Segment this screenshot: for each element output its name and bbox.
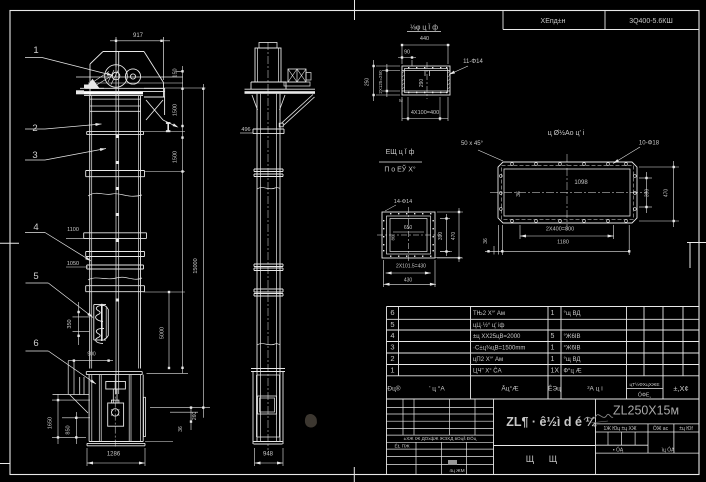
svg-text:°Ж6IВ: °Ж6IВ [564, 334, 581, 340]
svg-text:ìц ÓĄ: ìц ÓĄ [662, 446, 676, 453]
svg-text:5000: 5000 [160, 327, 166, 339]
svg-text:°Ж6IВ: °Ж6IВ [564, 346, 581, 352]
svg-text:50 x 45°: 50 x 45° [461, 141, 484, 147]
svg-text:ÉŁ ПЖ: ÉŁ ПЖ [394, 442, 410, 449]
svg-text:390: 390 [645, 189, 651, 198]
svg-text:3: 3 [390, 343, 394, 352]
svg-text:1: 1 [551, 356, 555, 363]
svg-text:440: 440 [420, 36, 429, 42]
svg-text:3: 3 [32, 150, 37, 161]
svg-text:917: 917 [133, 33, 144, 39]
svg-text:4ц ЖМ: 4ц ЖМ [449, 468, 464, 474]
svg-text:3Q400-5.6КШ: 3Q400-5.6КШ [629, 18, 673, 25]
svg-text:90: 90 [404, 50, 410, 56]
svg-text:цП2 Х°′ Ам: цП2 Х°′ Ам [473, 357, 503, 363]
svg-text:±ц ХХ25цВ=2000: ±ц ХХ25цВ=2000 [473, 334, 521, 340]
svg-text:²А ц і: ²А ц і [587, 385, 602, 393]
svg-text:ТЊ2 Х°′ Ам: ТЊ2 Х°′ Ам [473, 311, 505, 317]
svg-text:6: 6 [33, 338, 38, 349]
svg-text:ÓФЕ¸: ÓФЕ¸ [638, 392, 651, 399]
svg-text:ЦЧ" Х° ĈА: ЦЧ" Х° ĈА [473, 367, 502, 374]
svg-text:5: 5 [551, 333, 555, 340]
svg-text:4: 4 [33, 222, 38, 233]
svg-text:250: 250 [365, 78, 371, 87]
svg-text:цТ½ФХцХЖЕ: цТ½ФХцХЖЕ [629, 381, 659, 388]
svg-text:±ц Юf: ±ц Юf [679, 426, 693, 432]
svg-text:4: 4 [390, 331, 394, 340]
svg-text:36: 36 [516, 191, 522, 197]
svg-text:2Х125=250: 2Х125=250 [378, 70, 383, 94]
svg-text:14-Φ14: 14-Φ14 [394, 199, 412, 205]
svg-text:11-Φ14: 11-Φ14 [463, 59, 483, 65]
svg-text:150: 150 [173, 68, 179, 77]
svg-text:4Х100=400: 4Х100=400 [411, 110, 439, 116]
svg-text:290: 290 [419, 79, 425, 88]
svg-text:1050: 1050 [67, 261, 79, 267]
svg-text:430: 430 [404, 278, 413, 284]
svg-text:Ãц°Æ: Ãц°Æ [501, 384, 519, 393]
svg-text:• ÓĄ: • ÓĄ [613, 446, 624, 453]
svg-text:±ХЖ ІЖ ДОхфЖ ЖЭХД вОцš ÐÓц: ±ХЖ ІЖ ДОхфЖ ЖЭХД вОцš ÐÓц [404, 435, 477, 441]
svg-text:ZL250X15м: ZL250X15м [613, 404, 679, 418]
svg-text:850: 850 [66, 425, 72, 434]
svg-text:2: 2 [32, 123, 37, 134]
svg-text:36: 36 [483, 238, 489, 244]
svg-text:2: 2 [390, 354, 394, 363]
svg-text:470: 470 [664, 189, 670, 198]
svg-text:15000: 15000 [193, 258, 199, 273]
svg-text:Щ: Щ [526, 454, 535, 464]
svg-text:900: 900 [87, 352, 96, 358]
svg-text:ÓЖ ас: ÓЖ ас [653, 425, 669, 432]
svg-text:2Х101.5=430: 2Х101.5=430 [396, 264, 426, 270]
svg-text:1500: 1500 [173, 104, 179, 116]
svg-text:496: 496 [241, 127, 250, 133]
svg-text:948: 948 [263, 452, 274, 458]
svg-text:цЦ·½° ц′ іф: цЦ·½° ц′ іф [473, 322, 505, 329]
svg-text:1500: 1500 [173, 151, 179, 163]
svg-text:Ðц®: Ðц® [387, 385, 400, 393]
svg-text:36: 36 [178, 426, 184, 432]
svg-text:390: 390 [438, 232, 444, 241]
svg-text:Щ: Щ [549, 454, 558, 464]
svg-text:350: 350 [67, 319, 73, 328]
svg-text:ZL¶ · ê½ì d é ¼: ZL¶ · ê½ì d é ¼ [506, 415, 597, 429]
svg-text:1: 1 [551, 345, 555, 352]
svg-text:⅛φ ц Ï ф: ⅛φ ц Ï ф [410, 24, 438, 32]
svg-text:1286: 1286 [107, 452, 121, 458]
svg-text:1180: 1180 [557, 240, 569, 246]
svg-text:±,Х¢: ±,Х¢ [673, 384, 688, 393]
svg-text:M: M [399, 98, 403, 103]
svg-text:ЕЩ ц Ï ф: ЕЩ ц Ï ф [386, 148, 415, 156]
svg-text:260: 260 [192, 412, 198, 421]
svg-text:П о ЕЎ Х°: П о ЕЎ Х° [384, 165, 416, 174]
svg-text:2Х400=800: 2Х400=800 [546, 227, 574, 233]
svg-text:·С±ц¾цВ=1500mm: ·С±ц¾цВ=1500mm [473, 346, 525, 352]
svg-text:ÊЭц: ÊЭц [548, 384, 561, 393]
svg-text:1: 1 [551, 310, 555, 317]
svg-text:' ц °А: ' ц °А [429, 385, 445, 393]
svg-text:5: 5 [390, 320, 394, 329]
svg-text:1098: 1098 [574, 180, 588, 186]
svg-text:°щ ВД: °щ ВД [564, 357, 581, 363]
svg-text:1650: 1650 [48, 417, 54, 429]
svg-text:10-Φ18: 10-Φ18 [639, 141, 660, 147]
svg-text:1100: 1100 [67, 227, 79, 233]
svg-text:ц Ø½Ао ц′ і: ц Ø½Ао ц′ і [548, 129, 585, 137]
svg-text:650: 650 [404, 225, 413, 231]
svg-text:1Х: 1Х [551, 367, 560, 374]
svg-text:470: 470 [451, 232, 457, 241]
svg-text:6: 6 [390, 308, 394, 317]
svg-text:5: 5 [33, 271, 38, 282]
svg-text:ХЕпд±н: ХЕпд±н [541, 18, 566, 25]
svg-text:1: 1 [33, 45, 38, 56]
svg-text:°щ ВД: °щ ВД [564, 311, 581, 317]
svg-text:1Ж Юц ±ц ХЖ: 1Ж Юц ±ц ХЖ [603, 426, 636, 432]
svg-text:Ф°ц Æ: Ф°ц Æ [564, 368, 582, 374]
svg-text:80: 80 [391, 235, 396, 241]
svg-text:1: 1 [390, 365, 394, 374]
